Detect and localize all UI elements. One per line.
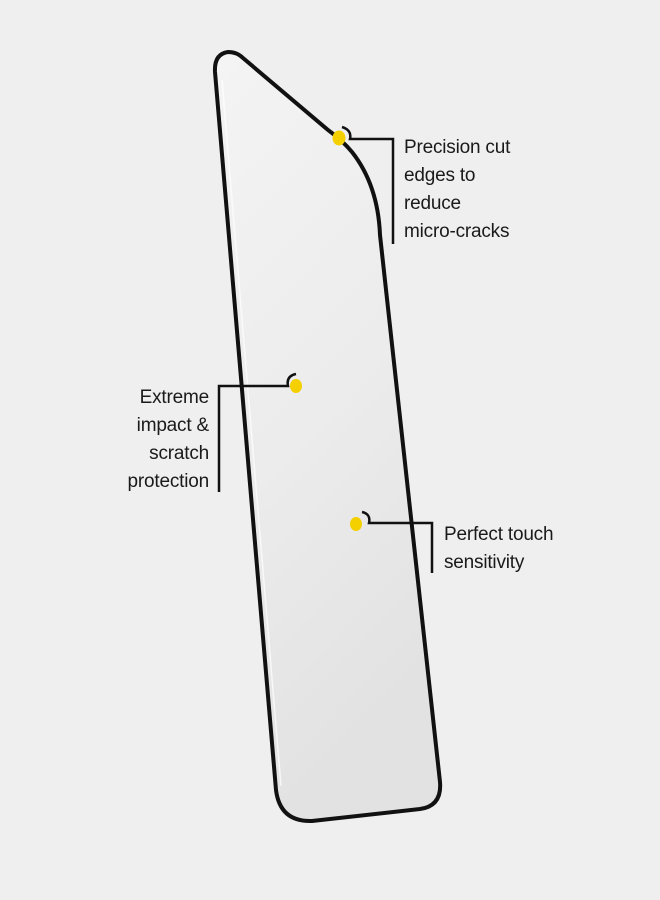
callout-line: Perfect touch: [444, 524, 554, 545]
callout-impact-text: Extreme impact & scratch protection: [108, 384, 210, 496]
yellow-dot-icon: [350, 517, 362, 531]
callout-line: edges to: [404, 165, 476, 186]
callout-line: scratch: [149, 443, 209, 464]
glass-panel-outline: [212, 50, 443, 824]
callout-line: Extreme: [139, 387, 210, 408]
callout-precision-text: Precision cut edges to reduce micro-crac…: [404, 134, 510, 246]
callout-touch-text: Perfect touch sensitivity: [444, 521, 554, 577]
yellow-dot-icon: [290, 379, 302, 393]
callout-line-impact: [217, 372, 297, 492]
callout-line: Precision cut: [404, 137, 511, 158]
callout-line: micro-cracks: [404, 221, 510, 242]
callout-line-touch: [361, 510, 434, 573]
callout-line: reduce: [404, 193, 461, 214]
callout-line-precision: [341, 125, 395, 244]
callout-line: protection: [127, 471, 210, 492]
yellow-dot-icon: [332, 130, 346, 146]
glass-edge-highlight: [221, 79, 282, 787]
callout-line: sensitivity: [444, 552, 525, 573]
callout-line: impact &: [136, 415, 210, 436]
